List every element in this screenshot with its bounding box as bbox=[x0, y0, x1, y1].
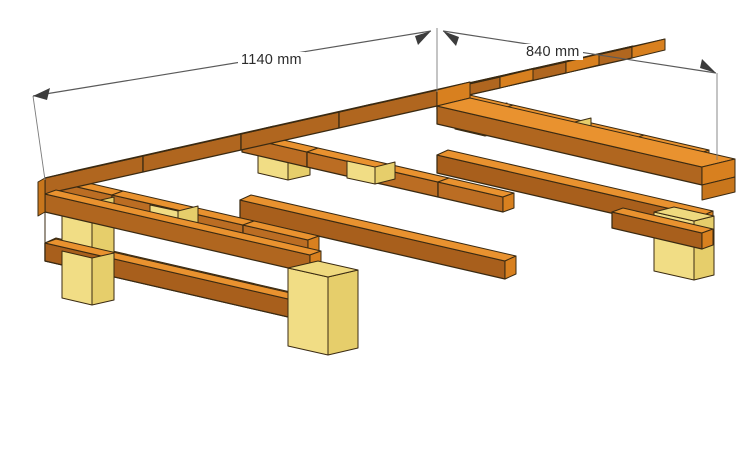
block-left-corner bbox=[61, 250, 115, 306]
dimension-label-length: 1140 mm bbox=[238, 52, 305, 68]
dimension-line-1140 bbox=[32, 30, 432, 100]
right-edge-board bbox=[436, 97, 736, 201]
block-front-corner bbox=[287, 260, 359, 356]
extension-line-left bbox=[32, 95, 46, 181]
bottom-deck-board-center bbox=[239, 194, 517, 280]
left-end-cap bbox=[37, 177, 46, 262]
dimension-label-width: 840 mm bbox=[523, 44, 583, 60]
right-bottom-rail bbox=[611, 207, 714, 250]
block-middle-center bbox=[346, 160, 396, 185]
